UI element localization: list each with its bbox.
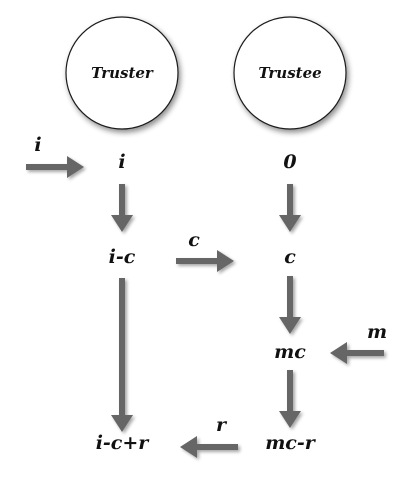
- trustee-mc-to-final-arrow-head: [279, 411, 301, 428]
- trustee-zero-to-c-arrow-head: [279, 215, 301, 232]
- trustee-label: Trustee: [258, 64, 321, 82]
- truster-circle: [65, 16, 179, 130]
- trustee-final-value: mc-r: [265, 432, 317, 454]
- trustee-node: Trustee: [233, 16, 347, 130]
- multiplier-arrow-head: [330, 342, 347, 364]
- truster-node: Truster: [65, 16, 179, 130]
- truster-long-arrow: [111, 278, 133, 432]
- trustee-received-value: c: [284, 246, 296, 268]
- trustee-multiplied-value: mc: [274, 341, 306, 363]
- truster-label: Truster: [91, 64, 154, 82]
- send-to-trustee-arrow-head: [217, 250, 234, 272]
- trustee-zero-to-c-arrow: [279, 184, 301, 232]
- send-to-trustee-arrow: [176, 250, 234, 272]
- multiplier-flow-label: m: [367, 321, 387, 343]
- arrows-group: [26, 156, 384, 458]
- trustee-initial-value: 0: [283, 151, 296, 173]
- truster-after-send-value: i-c: [109, 246, 136, 268]
- return-arrow: [180, 436, 238, 458]
- trustee-circle: [233, 16, 347, 130]
- truster-long-arrow-head: [111, 415, 133, 432]
- return-arrow-head: [180, 436, 197, 458]
- trustee-mc-to-final-arrow: [279, 370, 301, 428]
- truster-to-after-send-arrow: [111, 184, 133, 232]
- returned-flow-label: r: [216, 414, 228, 436]
- truster-to-after-send-arrow-head: [111, 215, 133, 232]
- multiplier-arrow: [330, 342, 384, 364]
- sent-flow-label: c: [188, 229, 200, 251]
- endowment-flow-label: i: [34, 134, 41, 156]
- trustee-c-to-mc-arrow-head: [279, 317, 301, 334]
- endowment-arrow-head: [67, 156, 84, 178]
- trustee-c-to-mc-arrow: [279, 276, 301, 334]
- truster-initial-value: i: [118, 151, 125, 173]
- endowment-arrow: [26, 156, 84, 178]
- truster-final-value: i-c+r: [96, 432, 151, 454]
